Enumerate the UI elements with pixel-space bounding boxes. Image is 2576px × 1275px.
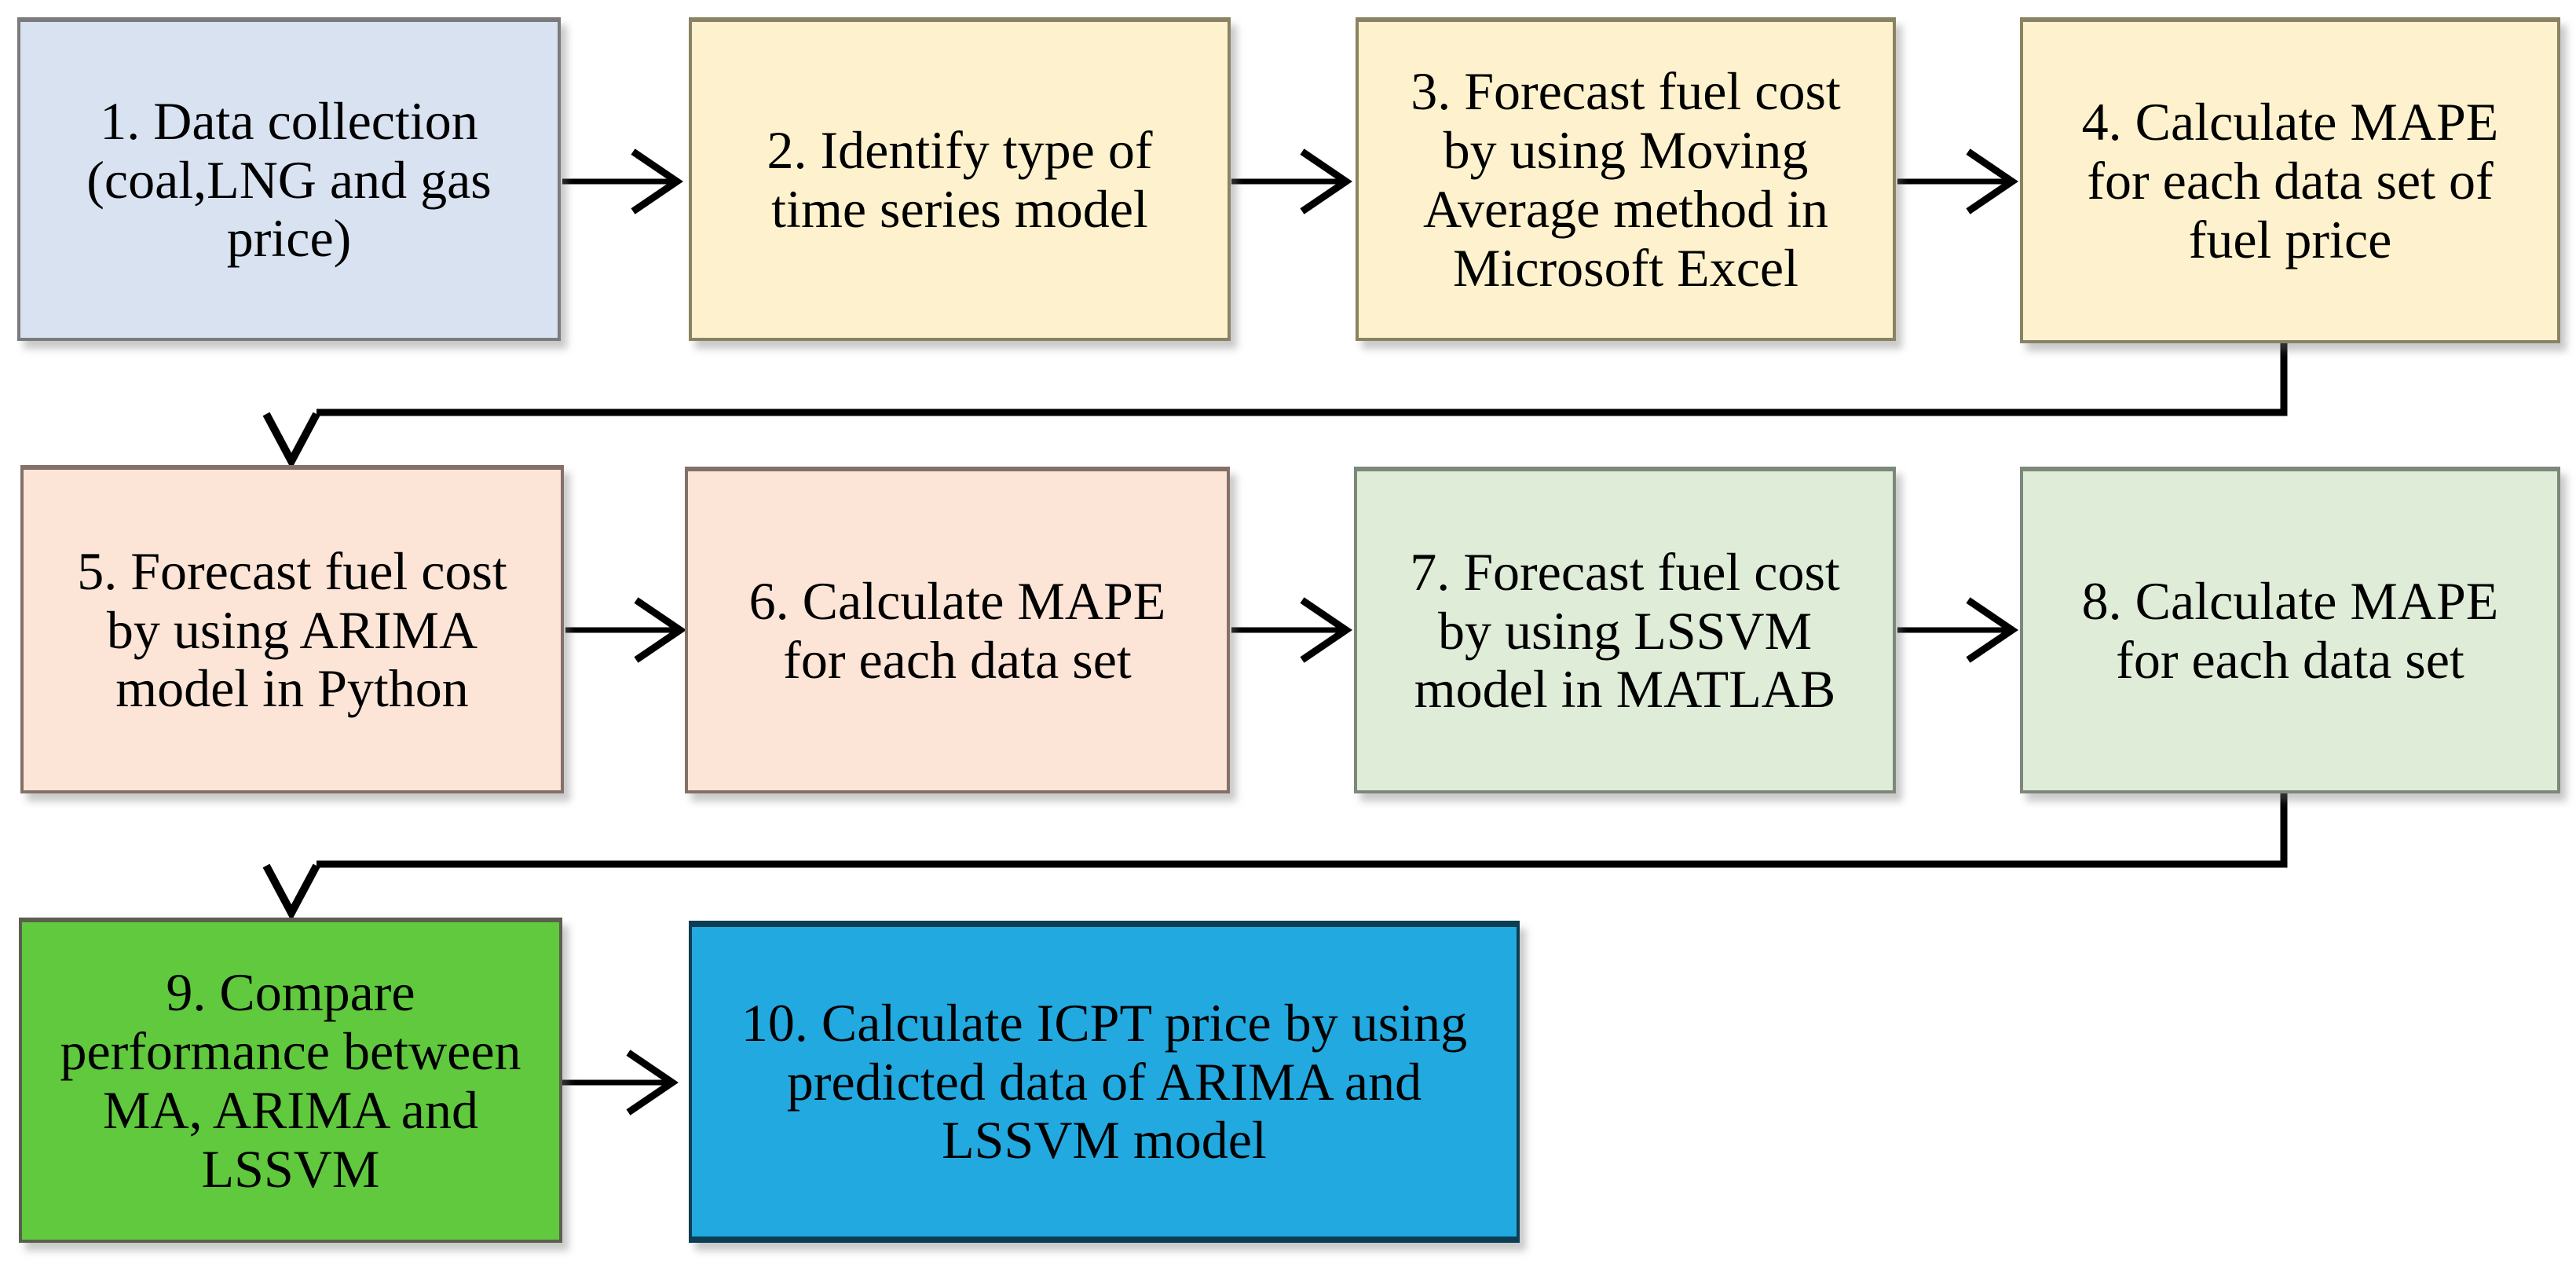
arrow-9-10 (562, 1050, 679, 1116)
flow-step-2-identify-model: 2. Identify type of time series model (689, 17, 1231, 341)
flow-step-7-label: 7. Forecast fuel cost by using LSSVM mod… (1410, 541, 1840, 720)
flow-step-3-label: 3. Forecast fuel cost by using Moving Av… (1411, 61, 1841, 298)
flow-step-8-label: 8. Calculate MAPE for each data set (2081, 571, 2499, 690)
flow-step-6-label: 6. Calculate MAPE for each data set (748, 571, 1166, 690)
arrow-5-6 (565, 597, 687, 663)
arrow-6-7 (1231, 597, 1353, 663)
arrow-2-3 (1231, 148, 1353, 214)
flow-step-9-label: 9. Compare performance between MA, ARIMA… (60, 962, 521, 1199)
flow-step-7-forecast-lssvm: 7. Forecast fuel cost by using LSSVM mod… (1354, 467, 1896, 793)
flow-step-2-label: 2. Identify type of time series model (767, 120, 1153, 239)
arrow-1-2 (562, 148, 684, 214)
flow-step-4-calculate-mape-fuel-price: 4. Calculate MAPE for each data set of f… (2020, 17, 2560, 343)
flow-step-10-calculate-icpt: 10. Calculate ICPT price by using predic… (689, 921, 1520, 1243)
connector-4-5 (262, 343, 2288, 470)
flow-step-3-forecast-moving-average: 3. Forecast fuel cost by using Moving Av… (1356, 17, 1896, 341)
flow-step-4-label: 4. Calculate MAPE for each data set of f… (2081, 92, 2499, 269)
flow-step-9-compare-performance: 9. Compare performance between MA, ARIMA… (19, 918, 562, 1243)
flow-step-1-label: 1. Data collection (coal,LNG and gas pri… (86, 90, 492, 269)
flow-step-1-data-collection: 1. Data collection (coal,LNG and gas pri… (17, 17, 561, 341)
flow-step-8-calculate-mape-lssvm: 8. Calculate MAPE for each data set (2020, 467, 2560, 793)
flow-step-10-label: 10. Calculate ICPT price by using predic… (741, 992, 1468, 1171)
arrow-3-4 (1897, 148, 2019, 214)
flow-step-6-calculate-mape-arima: 6. Calculate MAPE for each data set (685, 467, 1230, 793)
flow-step-5-label: 5. Forecast fuel cost by using ARIMA mod… (77, 540, 507, 719)
flow-step-5-forecast-arima: 5. Forecast fuel cost by using ARIMA mod… (20, 465, 564, 793)
connector-8-9 (262, 793, 2288, 921)
arrow-7-8 (1897, 597, 2019, 663)
